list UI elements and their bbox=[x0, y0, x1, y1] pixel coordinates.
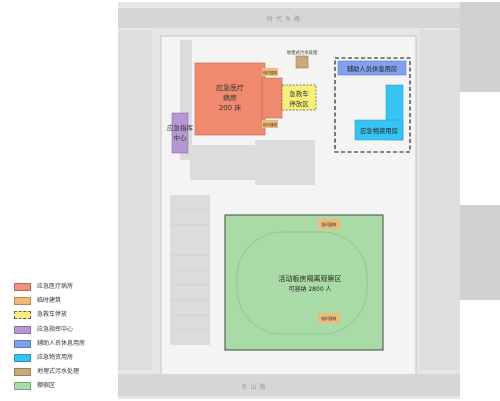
medical-ward-block bbox=[194, 62, 266, 136]
supplies-label: 应急物资用房 bbox=[360, 126, 398, 135]
west-strip bbox=[118, 30, 152, 370]
legend-label: 应急医疗病房 bbox=[37, 283, 74, 291]
legend-label: 辅助人员休息用房 bbox=[37, 339, 86, 347]
temp-building-c bbox=[318, 219, 340, 229]
sewage-block bbox=[295, 55, 309, 69]
temp-building-d-label: 临时建筑 bbox=[321, 316, 336, 321]
legend-swatch bbox=[14, 339, 31, 348]
temp-building-b bbox=[262, 120, 278, 128]
command-line1: 应急指挥 bbox=[167, 123, 194, 132]
legend: 应急医疗病房 临时建筑 急救车停放 应急指挥中心 辅助人员休息用房 应急物资用房… bbox=[14, 280, 124, 394]
legend-label: 应急物资用房 bbox=[37, 354, 74, 362]
legend-swatch bbox=[14, 297, 31, 306]
supplies-horizontal bbox=[354, 119, 404, 141]
medical-ward-name: 应急医疗 bbox=[216, 83, 244, 92]
temp-building-a-label: 临时建筑 bbox=[263, 70, 278, 75]
legend-item: 棚宿区 bbox=[14, 379, 124, 393]
parking-lines bbox=[170, 209, 210, 331]
medical-ward-annex bbox=[261, 77, 283, 119]
east-blocks bbox=[460, 2, 500, 300]
legend-swatch bbox=[14, 325, 31, 334]
shelter-capacity: 可容纳 2800 人 bbox=[288, 285, 331, 293]
legend-swatch bbox=[14, 283, 31, 292]
legend-item: 急救车停放 bbox=[14, 308, 124, 322]
shelter-track bbox=[236, 231, 368, 335]
temp-building-d bbox=[318, 313, 340, 323]
legend-swatch bbox=[14, 311, 31, 320]
east-strip bbox=[420, 30, 460, 370]
legend-item: 应急指挥中心 bbox=[14, 323, 124, 337]
ambulance-line2: 停放区 bbox=[289, 99, 309, 108]
legend-label: 地埋式污水处理 bbox=[37, 368, 80, 376]
ambulance-zone bbox=[281, 84, 317, 111]
north-street-label: 时代东路 bbox=[267, 15, 303, 23]
medical-ward-beds: 200 床 bbox=[219, 103, 242, 112]
medical-ward-sub: 病房 bbox=[223, 93, 237, 102]
legend-swatch bbox=[14, 354, 31, 363]
staff-rest-label: 辅助人员休息用房 bbox=[347, 64, 397, 73]
south-road bbox=[118, 374, 460, 396]
shelter-zone bbox=[224, 214, 384, 351]
temp-building-b-label: 临时建筑 bbox=[263, 122, 278, 127]
legend-item: 应急医疗病房 bbox=[14, 280, 124, 294]
command-center bbox=[171, 112, 189, 154]
temp-building-a bbox=[262, 68, 278, 76]
ambulance-line1: 急救车 bbox=[289, 89, 309, 98]
legend-swatch bbox=[14, 382, 31, 391]
staff-rest-building bbox=[337, 60, 407, 76]
temp-building-c-label: 临时建筑 bbox=[321, 222, 336, 227]
legend-label: 临时建筑 bbox=[37, 297, 62, 305]
south-street-label: 东山路 bbox=[241, 383, 268, 391]
legend-item: 应急物资用房 bbox=[14, 351, 124, 365]
legend-label: 急救车停放 bbox=[37, 311, 68, 319]
legend-label: 棚宿区 bbox=[37, 382, 56, 390]
command-line2: 中心 bbox=[174, 133, 188, 142]
legend-swatch bbox=[14, 368, 31, 377]
legend-item: 地埋式污水处理 bbox=[14, 365, 124, 379]
sewage-label: 地埋式污水处理 bbox=[287, 49, 318, 56]
shelter-label: 活动板房隔离观察区 bbox=[279, 274, 342, 283]
legend-item: 辅助人员休息用房 bbox=[14, 337, 124, 351]
legend-item: 临时建筑 bbox=[14, 294, 124, 308]
legend-label: 应急指挥中心 bbox=[37, 325, 74, 333]
